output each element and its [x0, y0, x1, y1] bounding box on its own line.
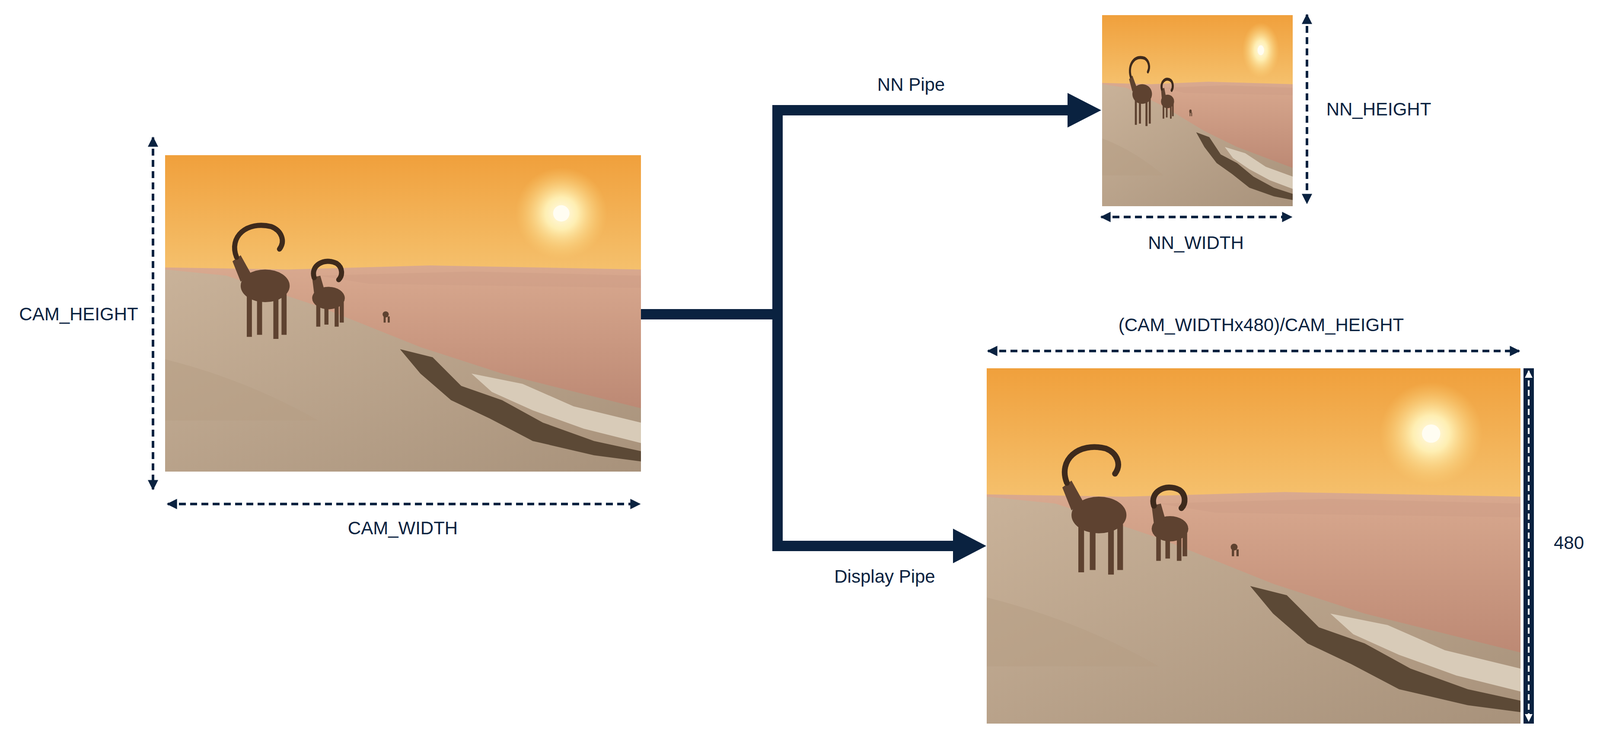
dimension-arrow	[1527, 370, 1530, 721]
pipe-label: Display Pipe	[834, 566, 935, 587]
arrow-head	[952, 528, 987, 564]
dimension-label: 480	[1553, 532, 1585, 553]
dimension-label: (CAM_WIDTHx480)/CAM_HEIGHT	[1118, 315, 1404, 335]
dimension-label: CAM_WIDTH	[347, 518, 458, 539]
arrow-head	[1067, 92, 1102, 128]
pipe-connector	[640, 105, 1072, 552]
nn-image	[1102, 15, 1293, 207]
camera-image	[165, 155, 641, 472]
display-image	[986, 368, 1521, 724]
dimension-label: CAM_HEIGHT	[19, 304, 138, 325]
dimension-label: NN_WIDTH	[1147, 232, 1244, 253]
dimension-bar	[1523, 368, 1534, 724]
dimension-arrow	[152, 14, 1520, 504]
pipe-label: NN Pipe	[877, 74, 945, 95]
dimension-label: NN_HEIGHT	[1326, 99, 1432, 120]
